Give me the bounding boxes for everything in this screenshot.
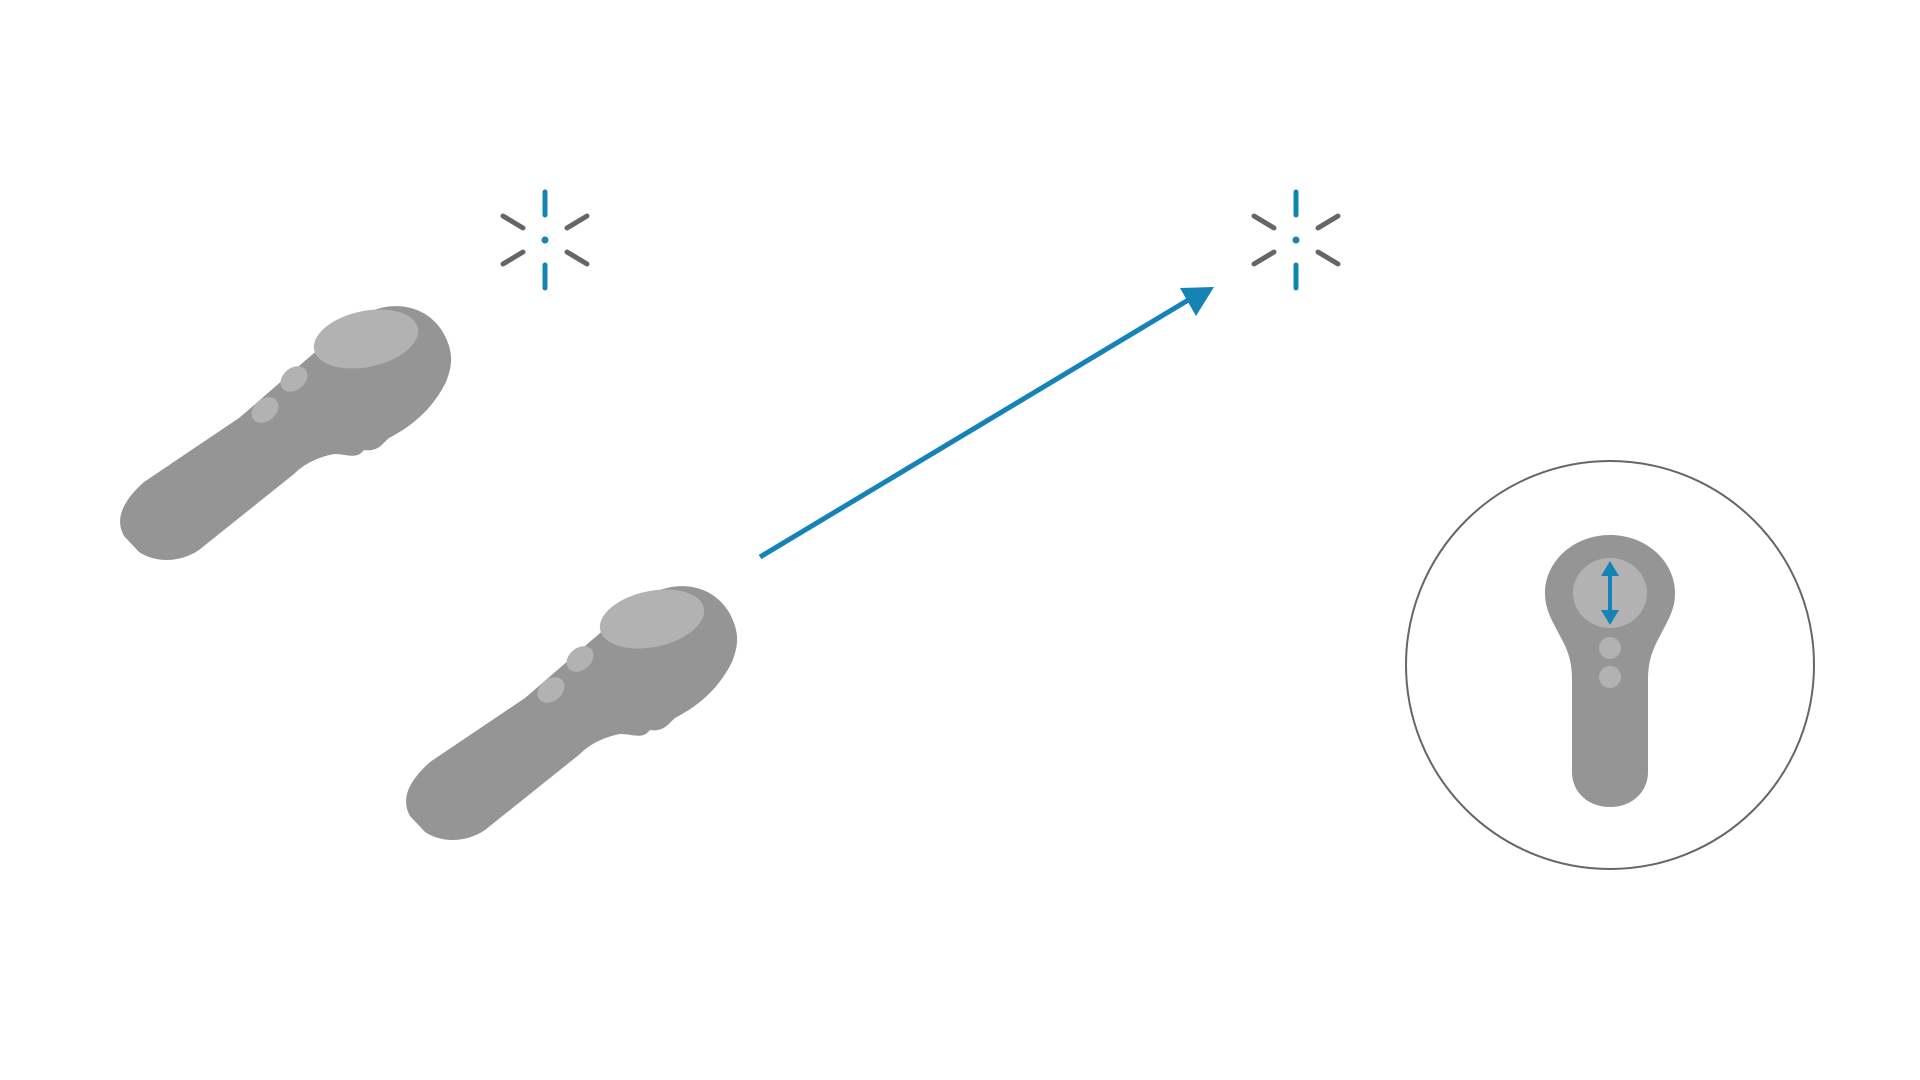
pointer-arrow-icon <box>758 287 1214 560</box>
menu-button <box>280 366 308 392</box>
vertical-swipe-arrow-icon <box>1601 561 1619 625</box>
touchpad <box>599 589 705 649</box>
vr-controller-center <box>406 586 738 840</box>
inset-system-button <box>1599 666 1621 688</box>
touchpad <box>313 309 419 369</box>
target-sparkle-icon-right <box>1251 189 1341 291</box>
inset-detail <box>1405 460 1815 870</box>
menu-button <box>566 646 594 672</box>
system-button <box>537 677 565 703</box>
vr-controller-left <box>120 306 452 560</box>
target-sparkle-icon-left <box>500 189 590 291</box>
inset-circle <box>1405 460 1815 870</box>
system-button <box>251 397 279 423</box>
inset-menu-button <box>1599 637 1621 659</box>
